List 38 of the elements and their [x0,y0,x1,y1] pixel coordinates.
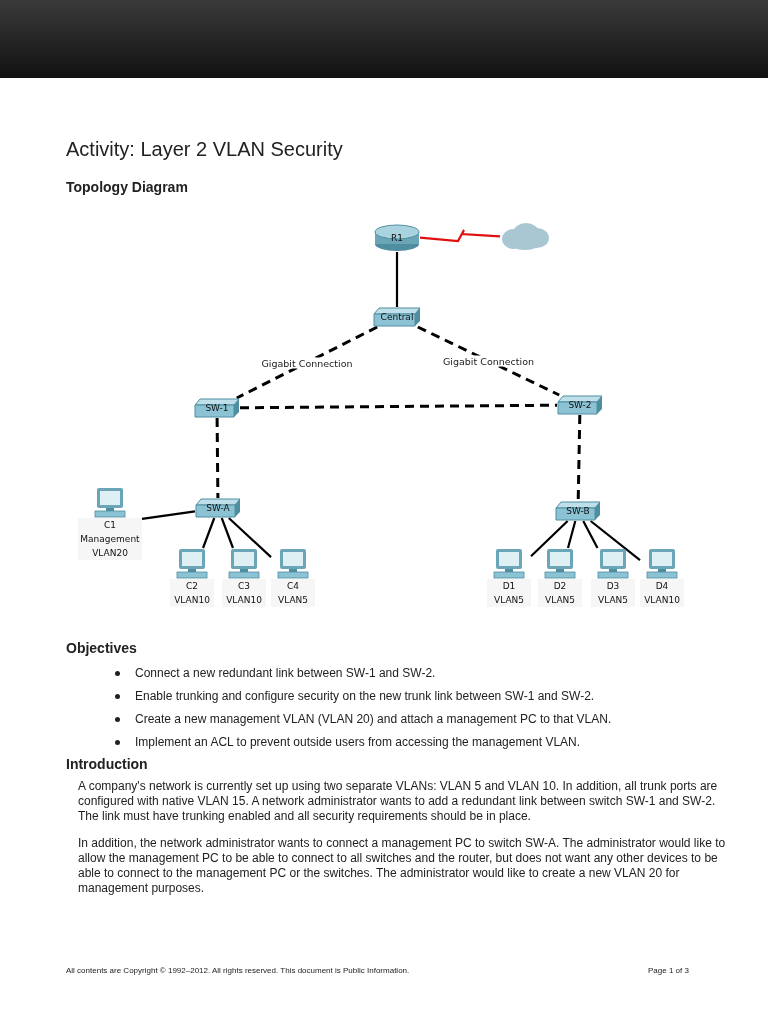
network-link [228,517,272,558]
objective-text: Create a new management VLAN (VLAN 20) and attach a management PC to that VLAN. [135,712,612,726]
device-label: C1 Management VLAN20 [78,518,142,560]
page-number: Page 1 of 3 [648,966,689,975]
objective-text: Implement an ACL to prevent outside users from accessing the management VLAN. [135,735,581,749]
network-link [589,520,641,561]
dashed-link [236,325,378,400]
device-label: D1 VLAN5 [487,579,531,607]
device-label: C4 VLAN5 [271,579,315,607]
device-label: D4 VLAN10 [640,579,684,607]
network-link [582,520,599,549]
paragraph: A company's network is currently set up using two separate VLANs: VLAN 5 and VLAN 10. In addition, all trunk ports are configured with native VLAN 15. A network administrator wants to add a redundant link between switch SW-1 and SW-2. The link must have trunking enabled and all security requirements should be in place. [78,779,719,824]
section-heading: Introduction [66,756,148,772]
network-link [395,252,399,307]
serial-link [419,228,501,243]
network-link [202,517,216,549]
edge-label: Gigabit Connection [441,355,536,367]
cloud-icon [500,221,550,251]
dashed-link [576,414,582,502]
network-link [141,510,196,520]
objective-text: Enable trunking and configure security on the new trunk link between SW-1 and SW-2. [135,689,595,703]
device-label: D2 VLAN5 [538,579,582,607]
device-label: C2 VLAN10 [170,579,214,607]
paragraph: In addition, the network administrator wants to connect a management PC to switch SW-A. The administrator would like to allow the management PC to be able to connect to all switches and the router, but does not want any other devices to be able to connect to the management PC or the switches. The administrator would like to create a new VLAN 20 for management purposes. [78,836,727,896]
objective-text: Connect a new redundant link between SW-1 and SW-2. [135,666,436,680]
device-label: D3 VLAN5 [591,579,635,607]
network-link [566,520,577,549]
footer-text: All contents are Copyright © 1992–2012. All rights reserved. This document is Public Information. [66,966,410,975]
edge-label: Gigabit Connection [259,357,355,368]
section-heading: Topology Diagram [66,179,188,195]
device-label: C3 VLAN10 [222,579,266,607]
page-title: Activity: Layer 2 VLAN Security [66,138,343,161]
network-link [530,520,569,558]
dashed-link [240,403,557,410]
dashed-link [215,418,220,498]
network-link [220,517,234,549]
dashed-link [417,325,560,397]
section-heading: Objectives [66,640,137,656]
